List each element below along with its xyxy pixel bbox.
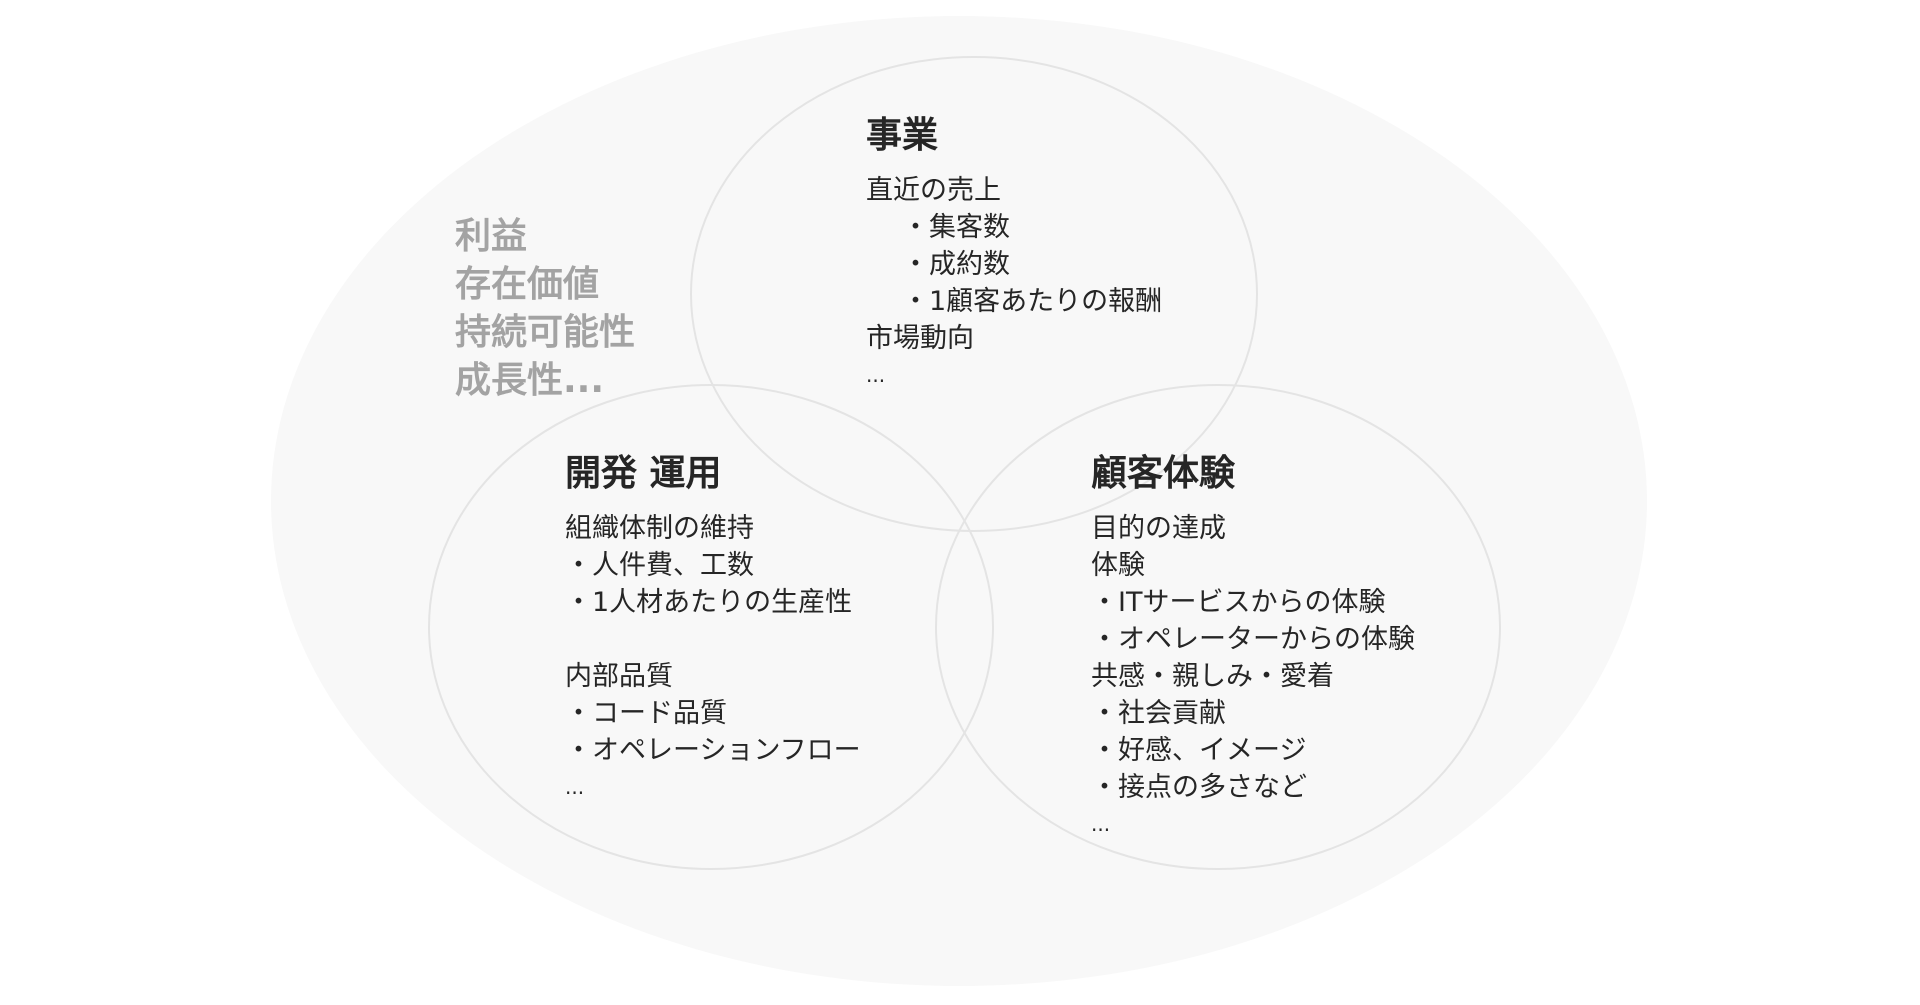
- cx-line: ・ITサービスからの体験: [1091, 587, 1386, 618]
- cx-line: 目的の達成: [1091, 513, 1226, 544]
- cx-line: ・接点の多さなど: [1091, 772, 1307, 803]
- cx-line: ・好感、イメージ: [1091, 735, 1307, 766]
- cx-line: ・社会貢献: [1091, 698, 1226, 729]
- business-line: ・集客数: [902, 212, 1010, 243]
- value-sustainability: 持続可能性: [455, 312, 636, 353]
- circle-customer-experience: [935, 384, 1501, 870]
- cx-line: 体験: [1091, 550, 1145, 581]
- customer-experience-block: 顧客体験 目的の達成 体験 ・ITサービスからの体験 ・オペレーターからの体験 …: [1091, 452, 1415, 843]
- cx-line: 共感・親しみ・愛着: [1091, 661, 1334, 692]
- value-existence: 存在価値: [455, 264, 600, 305]
- dev-ops-line: ・人件費、工数: [565, 550, 754, 581]
- dev-ops-line: ・オペレーションフロー: [565, 735, 861, 766]
- business-line: ・1顧客あたりの報酬: [902, 286, 1163, 317]
- outer-values: 利益 存在価値 持続可能性 成長性...: [455, 213, 635, 405]
- dev-ops-line: ・コード品質: [565, 698, 727, 729]
- cx-ellipsis: ...: [1091, 812, 1111, 836]
- dev-ops-ellipsis: ...: [565, 775, 585, 799]
- circle-dev-ops: [428, 384, 994, 870]
- business-block: 事業 直近の売上 ・集客数 ・成約数 ・1顧客あたりの報酬 市場動向 ...: [866, 114, 1162, 394]
- business-title: 事業: [866, 115, 939, 156]
- dev-ops-line: ・1人材あたりの生産性: [565, 587, 853, 618]
- business-ellipsis: ...: [866, 363, 886, 387]
- value-growth: 成長性...: [455, 360, 605, 401]
- dev-ops-title: 開発 運用: [565, 453, 722, 494]
- dev-ops-block: 開発 運用 組織体制の維持 ・人件費、工数 ・1人材あたりの生産性 内部品質 ・…: [565, 452, 861, 806]
- business-line: 市場動向: [866, 323, 974, 354]
- cx-line: ・オペレーターからの体験: [1091, 624, 1415, 655]
- outer-ellipse: [271, 16, 1647, 986]
- value-profit: 利益: [455, 216, 528, 257]
- customer-experience-title: 顧客体験: [1091, 453, 1236, 494]
- dev-ops-line: 内部品質: [565, 661, 673, 692]
- circle-business: [690, 56, 1258, 532]
- business-line: ・成約数: [902, 249, 1010, 280]
- business-line: 直近の売上: [866, 175, 1001, 206]
- dev-ops-line: 組織体制の維持: [565, 513, 754, 544]
